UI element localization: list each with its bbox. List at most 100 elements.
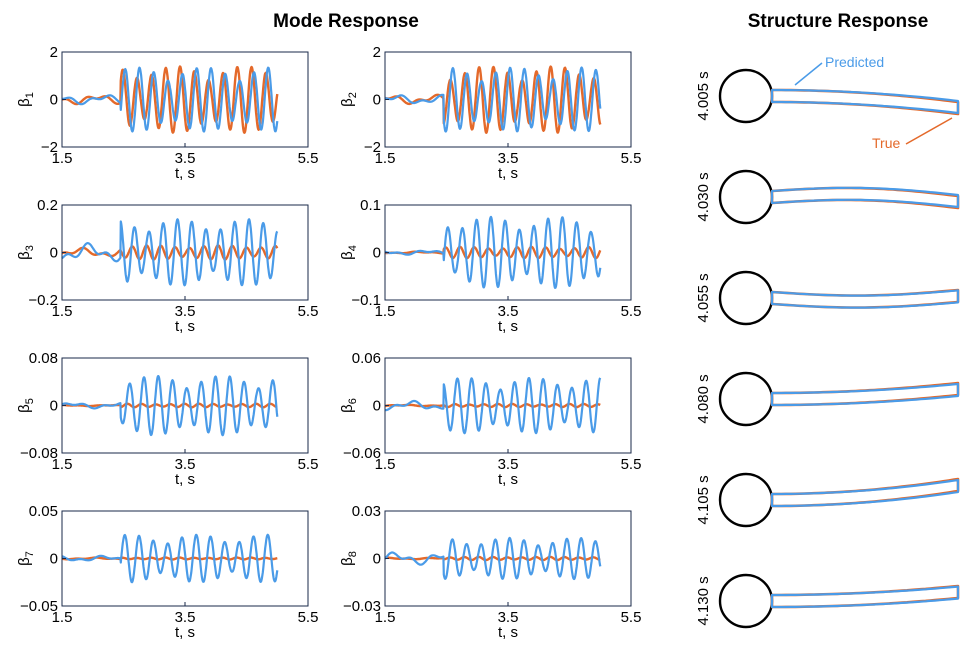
y-axis-label-subscript: 1 — [24, 92, 36, 98]
structure-snapshot-4: 4.080 s — [695, 371, 960, 427]
cylinder-circle — [718, 573, 774, 629]
y-axis-label: β3 — [16, 245, 36, 260]
y-axis-label-subscript: 7 — [24, 551, 36, 557]
x-tick-label: 3.5 — [498, 609, 519, 626]
y-tick-label: 0 — [373, 398, 381, 415]
predicted-beam-outline — [770, 289, 960, 309]
y-axis-label: β1 — [16, 92, 36, 107]
y-tick-label: 0 — [373, 551, 381, 568]
y-tick-label: 0 — [373, 92, 381, 109]
series-predicted-line — [61, 533, 279, 584]
y-tick-label: −0.2 — [28, 292, 58, 309]
x-tick-label: 3.5 — [498, 456, 519, 473]
predicted-beam-outline — [770, 585, 960, 609]
series-predicted-line — [61, 66, 279, 133]
cylinder-circle — [718, 68, 774, 124]
snapshot-time-label: 4.105 s — [695, 475, 712, 524]
structure-panels: 4.005 s4.030 s4.055 s4.080 s4.105 s4.130… — [695, 68, 960, 629]
y-tick-label: 0 — [373, 245, 381, 262]
x-tick-label: 5.5 — [621, 303, 642, 320]
predicted-annotation: Predicted — [825, 54, 884, 70]
predicted-annotation-leader — [794, 62, 823, 86]
mode-panel-4: 1.5 3.5 5.5 0.1 0 −0.1 t, s β4 — [339, 197, 641, 335]
y-tick-label: −2 — [364, 139, 381, 156]
x-tick-label: 3.5 — [498, 150, 519, 167]
cylinder-circle — [718, 472, 774, 528]
series-predicted-line — [384, 66, 602, 133]
series-predicted-line — [384, 377, 602, 435]
x-axis-label: t, s — [498, 165, 518, 182]
y-tick-label: 0 — [50, 551, 58, 568]
y-tick-label: 0.03 — [352, 503, 381, 520]
x-tick-label: 5.5 — [298, 303, 319, 320]
y-tick-label: 0.06 — [352, 350, 381, 367]
x-axis-label: t, s — [175, 471, 195, 488]
x-axis-label: t, s — [175, 318, 195, 335]
true-annotation: True — [872, 135, 900, 151]
x-tick-label: 3.5 — [498, 303, 519, 320]
y-axis-label-subscript: 2 — [347, 92, 359, 98]
y-tick-label: −0.1 — [351, 292, 381, 309]
predicted-beam-outline — [770, 382, 960, 407]
snapshot-time-label: 4.080 s — [695, 374, 712, 423]
y-tick-label: 0.2 — [37, 197, 58, 214]
y-axis-label: β2 — [339, 92, 359, 107]
x-tick-label: 5.5 — [298, 609, 319, 626]
x-tick-label: 5.5 — [298, 456, 319, 473]
series-true-line — [61, 65, 279, 134]
y-axis-label: β6 — [339, 398, 359, 413]
y-tick-label: 2 — [373, 44, 381, 61]
x-tick-label: 1.5 — [375, 150, 396, 167]
structure-response-title: Structure Response — [748, 11, 929, 32]
x-tick-label: 5.5 — [621, 609, 642, 626]
x-tick-label: 1.5 — [375, 303, 396, 320]
structure-snapshot-5: 4.105 s — [695, 472, 960, 528]
x-tick-label: 1.5 — [52, 150, 73, 167]
structure-snapshot-1: 4.005 s — [695, 68, 960, 124]
y-tick-label: 0 — [50, 92, 58, 109]
x-tick-label: 5.5 — [621, 456, 642, 473]
cylinder-circle — [718, 270, 774, 326]
y-axis-label: β4 — [339, 245, 359, 260]
y-axis-label-subscript: 3 — [24, 245, 36, 251]
x-tick-label: 1.5 — [375, 609, 396, 626]
snapshot-time-label: 4.055 s — [695, 273, 712, 322]
y-tick-label: 2 — [50, 44, 58, 61]
x-axis-label: t, s — [498, 471, 518, 488]
snapshot-time-label: 4.030 s — [695, 172, 712, 221]
y-tick-label: −0.03 — [343, 598, 381, 615]
predicted-beam-outline — [770, 88, 960, 115]
x-tick-label: 5.5 — [298, 150, 319, 167]
y-axis-label: β7 — [16, 551, 36, 566]
y-tick-label: −2 — [41, 139, 58, 156]
x-tick-label: 1.5 — [52, 456, 73, 473]
snapshot-time-label: 4.005 s — [695, 71, 712, 120]
y-axis-label: β8 — [339, 551, 359, 566]
x-axis-label: t, s — [498, 318, 518, 335]
x-tick-label: 1.5 — [52, 609, 73, 626]
structure-snapshot-2: 4.030 s — [695, 169, 960, 225]
mode-response-title: Mode Response — [273, 11, 419, 32]
y-tick-label: 0 — [50, 245, 58, 262]
y-axis-label-subscript: 5 — [24, 398, 36, 404]
y-tick-label: 0.08 — [29, 350, 58, 367]
x-axis-label: t, s — [175, 624, 195, 641]
y-axis-label-subscript: 8 — [347, 551, 359, 557]
series-predicted-line — [384, 215, 602, 289]
y-tick-label: 0.1 — [360, 197, 381, 214]
cylinder-circle — [718, 169, 774, 225]
mode-panel-2: 1.5 3.5 5.5 2 0 −2 t, s β2 — [339, 44, 641, 182]
x-axis-label: t, s — [498, 624, 518, 641]
x-tick-label: 3.5 — [175, 150, 196, 167]
x-tick-label: 1.5 — [52, 303, 73, 320]
x-tick-label: 5.5 — [621, 150, 642, 167]
y-axis-label: β5 — [16, 398, 36, 413]
cylinder-circle — [718, 371, 774, 427]
series-predicted-line — [61, 218, 279, 287]
series-predicted-line — [384, 536, 602, 581]
x-tick-label: 1.5 — [375, 456, 396, 473]
y-tick-label: −0.06 — [343, 445, 381, 462]
